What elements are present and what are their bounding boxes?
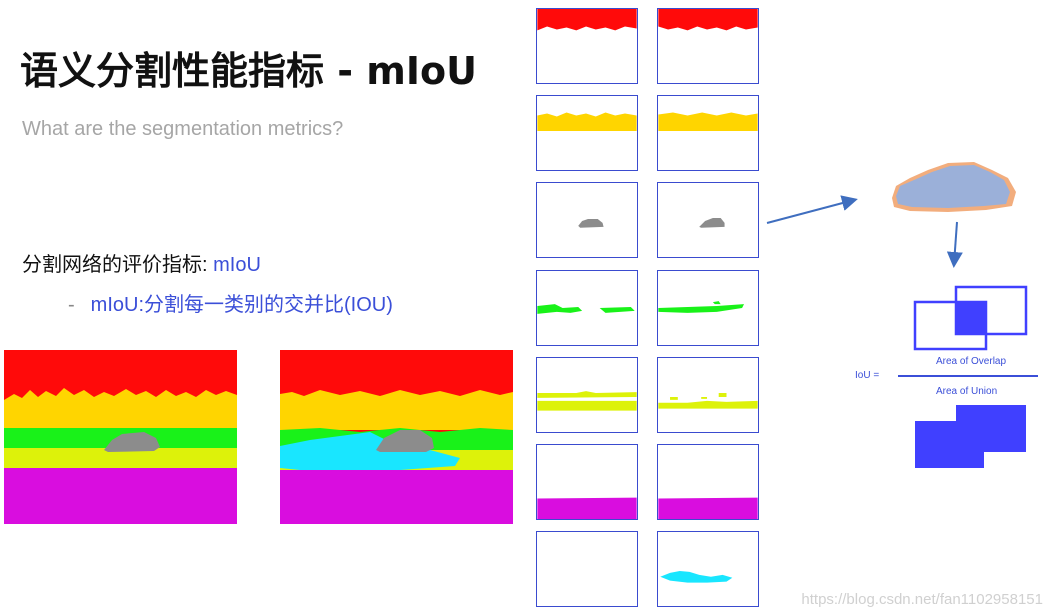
metric-name: mIoU <box>213 254 261 276</box>
pred-class-building-mask <box>657 95 759 171</box>
bullet-item: -mIoU:分割每一类别的交并比(IOU) <box>68 288 393 317</box>
slide-title: 语义分割性能指标 - mIoU <box>20 49 477 93</box>
gt-class-car-mask <box>536 182 638 258</box>
iou-fraction-line <box>898 375 1038 377</box>
car-overlap-illustration <box>892 162 1016 212</box>
gt-class-road-mask <box>536 444 638 520</box>
pred-class-terrain-mask <box>657 357 759 433</box>
iou-numerator-label: Area of Overlap <box>936 356 1007 367</box>
bullet-dash: - <box>68 294 75 316</box>
pred-class-vegetation-mask <box>657 270 759 346</box>
arrow-to-iou <box>946 221 963 268</box>
gt-class-water-mask <box>536 531 638 607</box>
bullet-text: mIoU:分割每一类别的交并比(IOU) <box>90 294 393 316</box>
pred-class-sky-mask <box>657 8 759 84</box>
arrow-to-overlap <box>766 195 858 224</box>
ground-truth-segmentation-image <box>4 350 237 524</box>
gt-class-sky-mask <box>536 8 638 84</box>
pred-class-road-mask <box>657 444 759 520</box>
gt-class-vegetation-mask <box>536 270 638 346</box>
pred-class-car-mask <box>657 182 759 258</box>
gt-class-terrain-mask <box>536 357 638 433</box>
slide-subtitle: What are the segmentation metrics? <box>22 118 344 140</box>
metric-label: 分割网络的评价指标: <box>22 254 214 276</box>
pred-class-water-mask <box>657 531 759 607</box>
iou-denominator-label: Area of Union <box>936 386 998 397</box>
overlap-boxes-icon <box>913 285 1028 351</box>
union-boxes-icon <box>915 405 1026 468</box>
metric-description: 分割网络的评价指标: mIoU <box>22 248 261 277</box>
prediction-segmentation-image <box>280 350 513 524</box>
watermark: https://blog.csdn.net/fan1102958151 <box>801 591 1043 608</box>
gt-class-building-mask <box>536 95 638 171</box>
iou-formula-prefix: IoU = <box>855 370 880 381</box>
